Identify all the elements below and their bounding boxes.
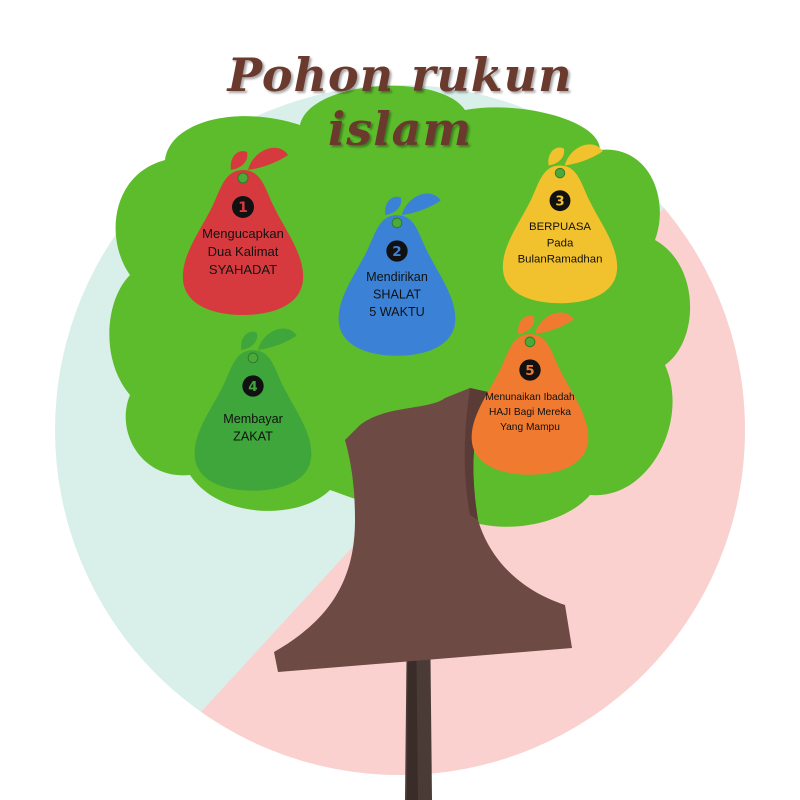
fruit-stem bbox=[241, 331, 258, 351]
fruit-stem bbox=[230, 151, 248, 170]
fruit-leaf bbox=[534, 312, 574, 335]
fruit-label-line: Mendirikan bbox=[366, 270, 428, 284]
page-title: Pohon rukun islam bbox=[227, 48, 573, 156]
fruit-label-line: HAJI Bagi Mereka bbox=[489, 407, 571, 418]
tree-trunk bbox=[274, 388, 572, 672]
number-badge bbox=[519, 359, 541, 381]
fruit-body bbox=[194, 350, 312, 491]
trunk-shading bbox=[464, 388, 488, 520]
fruit-body bbox=[471, 334, 589, 475]
pin-icon bbox=[524, 336, 536, 348]
fruit-label-line: Pada bbox=[547, 237, 574, 249]
fruit-label-line: Dua Kalimat bbox=[208, 244, 279, 259]
fruit-label-line: 5 WAKTU bbox=[369, 305, 425, 319]
number-badge bbox=[242, 375, 264, 397]
number-badge bbox=[232, 196, 254, 218]
fruit-label-line: BulanRamadhan bbox=[518, 253, 603, 265]
fruit-number: 1 bbox=[238, 200, 248, 216]
fruit-stem bbox=[548, 147, 565, 166]
number-badge bbox=[386, 240, 408, 262]
fruit-body bbox=[182, 170, 304, 315]
fruit-leaf bbox=[248, 147, 288, 170]
fruit-number: 2 bbox=[392, 244, 401, 260]
fruit-leaf bbox=[401, 193, 441, 216]
fruit-label-line: Menunaikan Ibadah bbox=[485, 392, 574, 403]
fruit-number: 4 bbox=[248, 379, 257, 395]
fruit-label-line: SHALAT bbox=[373, 288, 421, 302]
pin-icon bbox=[237, 172, 249, 184]
fruit-stem bbox=[518, 315, 535, 335]
fruit-label-line: BERPUASA bbox=[529, 221, 591, 233]
fruit-stem bbox=[385, 196, 402, 216]
fruit-number: 3 bbox=[555, 194, 564, 209]
pin-icon bbox=[554, 167, 566, 179]
pin-icon bbox=[391, 217, 403, 229]
fruit-leaf bbox=[257, 328, 297, 351]
fruit-label-line: Mengucapkan bbox=[202, 226, 284, 241]
fruit-number: 5 bbox=[525, 363, 534, 379]
fruit-label-line: Yang Mampu bbox=[500, 422, 560, 433]
pin-icon bbox=[247, 352, 259, 364]
fruit-body bbox=[502, 165, 618, 304]
fruit-leaf bbox=[564, 144, 603, 166]
fruit-label-line: ZAKAT bbox=[233, 429, 273, 443]
trunk-shape bbox=[274, 388, 572, 672]
number-badge bbox=[549, 190, 571, 212]
fruit-label-line: SYAHADAT bbox=[209, 262, 277, 277]
fruit-label-line: Membayar bbox=[223, 412, 283, 426]
fruit-body bbox=[338, 215, 456, 356]
